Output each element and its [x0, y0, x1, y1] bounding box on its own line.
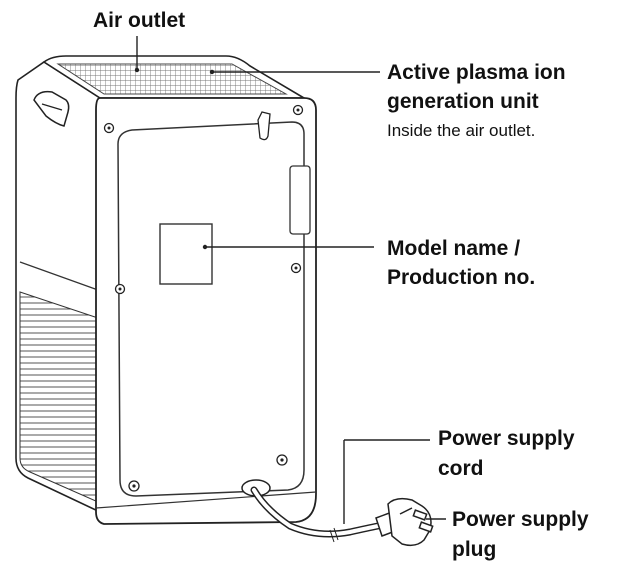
leader-lines	[136, 36, 446, 524]
side-louvers	[19, 291, 99, 503]
model-label-plate	[159, 223, 213, 285]
side-handle	[33, 90, 70, 127]
side-slot	[289, 165, 311, 235]
power-cord-label-line2: cord	[438, 457, 484, 480]
plasma-unit-label-line2: generation unit	[387, 90, 539, 113]
model-name-label-line2: Production no.	[387, 266, 536, 289]
rear-cover	[117, 121, 305, 497]
plasma-unit-note: Inside the air outlet.	[387, 121, 536, 140]
air-outlet-label: Air outlet	[93, 9, 186, 32]
model-name-label-line1: Model name /	[387, 237, 521, 260]
power-plug	[375, 497, 434, 547]
base-edge	[95, 491, 317, 509]
plasma-unit-label-line1: Active plasma ion	[387, 61, 566, 84]
power-cord-label-line1: Power supply	[438, 427, 575, 450]
power-plug-label-line1: Power supply	[452, 508, 589, 531]
power-plug-label-line2: plug	[452, 538, 497, 561]
cord-hook	[257, 111, 271, 141]
